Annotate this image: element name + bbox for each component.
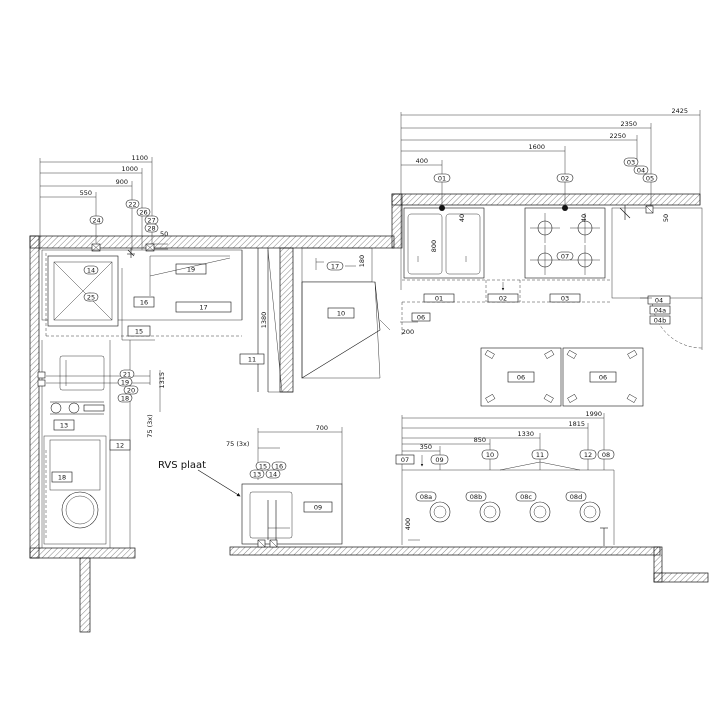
tag-18: 18 [121, 395, 129, 403]
label-04a: 04a [654, 307, 666, 315]
equipment-center: 11 1380 10 17 180 [239, 247, 391, 393]
label-01: 01 [435, 295, 443, 303]
label-15: 15 [135, 328, 143, 336]
dim-40-range: 40 [580, 214, 588, 222]
label-03: 03 [561, 295, 569, 303]
tag-17: 17 [331, 263, 339, 271]
label-09: 09 [314, 504, 322, 512]
tag-11: 11 [536, 451, 544, 459]
dim-1000: 1000 [121, 165, 138, 173]
dim-1815: 1815 [568, 420, 585, 428]
label-06-left: 06 [517, 374, 525, 382]
tag-20: 20 [127, 387, 135, 395]
tag-09: 09 [435, 456, 443, 464]
tap-icon-right [619, 205, 631, 220]
dim-350: 350 [420, 443, 432, 451]
dim-180: 180 [358, 255, 366, 267]
dimensions-top-left: 1100 1000 900 550 50 [39, 154, 168, 250]
label-12: 12 [116, 442, 124, 450]
walls [29, 193, 709, 633]
bottom-right-line: 1990 1815 1330 850 350 07 09 10 11 12 08 [395, 410, 615, 546]
mixer-tap-icon [50, 401, 105, 415]
tag-01: 01 [438, 175, 446, 183]
label-02: 02 [499, 295, 507, 303]
label-04: 04 [655, 297, 663, 305]
tag-22: 22 [128, 201, 136, 209]
dim-400-bottom: 400 [404, 518, 412, 530]
label-16: 16 [140, 299, 148, 307]
tag-08a: 08a [420, 493, 432, 501]
tag-26: 26 [139, 209, 147, 217]
tag-16: 16 [275, 463, 283, 471]
dim-200: 200 [402, 328, 414, 336]
label-14: 14 [87, 267, 95, 275]
tables-06: 06 06 [480, 347, 644, 407]
dim-1330: 1330 [517, 430, 534, 438]
tag-03: 03 [627, 159, 635, 167]
label-04b: 04b [654, 317, 666, 325]
tag-19: 19 [121, 379, 129, 387]
tag-05: 05 [646, 175, 654, 183]
label-06-right: 06 [599, 374, 607, 382]
tap-icon [127, 248, 135, 258]
dim-700: 700 [316, 424, 328, 432]
dim-900: 900 [116, 178, 128, 186]
dim-1315: 1315 [158, 372, 166, 389]
dim-50-left: 50 [160, 230, 168, 238]
label-11: 11 [248, 356, 256, 364]
dim-550: 550 [80, 189, 92, 197]
tag-27: 27 [147, 217, 155, 225]
label-19: 19 [187, 266, 195, 274]
label-25: 25 [87, 294, 95, 302]
dim-800: 800 [430, 240, 438, 252]
dim-75-left: 75 (3x) [146, 414, 154, 437]
stool-icons [429, 501, 601, 523]
dim-1380: 1380 [260, 312, 268, 329]
equipment-left: 14 25 19 16 17 15 [41, 249, 243, 341]
dim-1990: 1990 [585, 410, 602, 418]
rvs-plaat-note: RVS plaat [158, 460, 206, 471]
label-17: 17 [199, 304, 207, 312]
fitting-stack-icon [37, 371, 46, 387]
tag-13: 13 [253, 471, 261, 479]
dim-400-top: 400 [416, 157, 428, 165]
dim-2250: 2250 [609, 132, 626, 140]
dim-1600: 1600 [528, 143, 545, 151]
burner-icons [530, 213, 600, 275]
tag-02: 02 [561, 175, 569, 183]
dim-1100: 1100 [131, 154, 148, 162]
tag-04: 04 [637, 167, 645, 175]
tag-24: 24 [92, 217, 100, 225]
tag-14: 14 [269, 471, 277, 479]
label-10: 10 [337, 310, 345, 318]
tag-08d: 08d [570, 493, 582, 501]
tag-bubbles-left: 24 22 26 27 28 [89, 199, 159, 258]
cooking-line: 01 02 03 04 05 800 40 [400, 157, 703, 350]
tag-07: 07 [401, 456, 409, 464]
label-13: 13 [60, 422, 68, 430]
label-18: 18 [58, 474, 66, 482]
tag-21: 21 [123, 371, 131, 379]
tag-15: 15 [259, 463, 267, 471]
label-07: 07 [561, 253, 569, 261]
dim-850: 850 [474, 436, 486, 444]
equipment-left-column: 12 1315 75 (3x) 21 19 20 18 13 [37, 340, 166, 548]
tag-12: 12 [584, 451, 592, 459]
tag-08b: 08b [470, 493, 482, 501]
dim-2350: 2350 [620, 120, 637, 128]
tag-08: 08 [602, 451, 610, 459]
bottom-center-unit: 700 75 (3x) 15 16 13 14 RVS plaat 09 [158, 424, 343, 548]
tag-06: 06 [417, 314, 425, 322]
tag-08c: 08c [520, 493, 532, 501]
dim-50-right: 50 [662, 214, 670, 222]
tag-28: 28 [147, 225, 155, 233]
tag-10: 10 [486, 451, 494, 459]
dim-75-bottom: 75 (3x) [226, 440, 249, 448]
bottom-fittings-icon [257, 539, 278, 548]
dim-2425: 2425 [671, 107, 688, 115]
dim-40-fryer: 40 [458, 214, 466, 222]
chair-icons [484, 349, 638, 403]
